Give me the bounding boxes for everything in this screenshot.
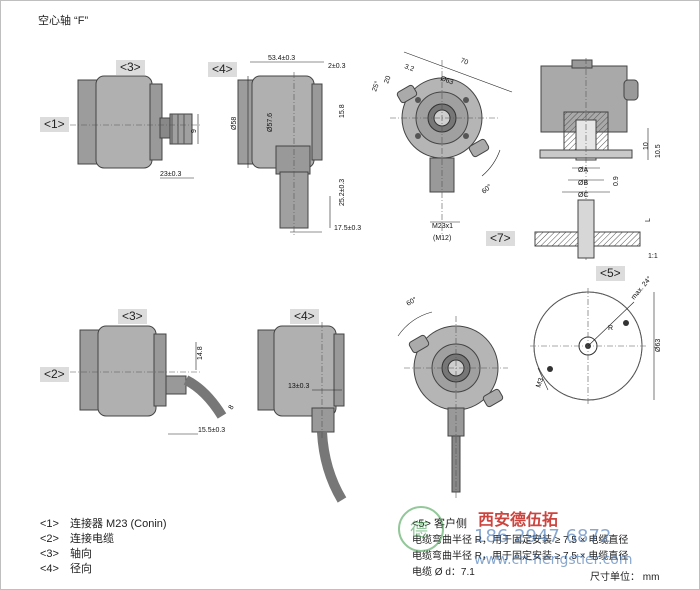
- dim-d58: Ø58: [231, 117, 238, 130]
- view-tag-2: <2>: [40, 367, 69, 382]
- legend-text: 轴向: [70, 548, 92, 560]
- view-tag-7: <7>: [486, 231, 515, 246]
- dim-3-2: 3.2: [403, 63, 415, 73]
- view-tag-1: <1>: [40, 117, 69, 132]
- watermark-logo: 德: [398, 506, 444, 552]
- encoder-view-4-cable: [257, 322, 347, 503]
- legend-key: <2>: [40, 533, 59, 545]
- dim-R: R: [608, 325, 613, 332]
- encoder-front-view-cable: [397, 311, 508, 500]
- dim-2: 2±0.3: [328, 63, 346, 70]
- watermark-phone: 186 2947 6872: [474, 526, 612, 547]
- dim-dA: ØA: [578, 167, 588, 174]
- dim-M3: M3: [535, 377, 545, 389]
- dim-14-8: 14.8: [197, 346, 204, 360]
- legend-text: 连接器 M23 (Conin): [70, 518, 167, 530]
- view-tag-3-bottom: <3>: [118, 309, 147, 324]
- encoder-view-4-connector: [237, 61, 331, 236]
- encoder-front-view-7: [390, 51, 513, 236]
- dim-15-8: 15.8: [339, 104, 346, 118]
- view-tag-4-top: <4>: [208, 62, 237, 77]
- dim-d57-6: Ø57.6: [267, 113, 274, 132]
- page-title: 空心轴 “F”: [38, 15, 89, 27]
- legend-item-1: <1> 连接器 M23 (Conin): [40, 515, 167, 531]
- legend-item-2: <2> 连接电缆: [40, 530, 114, 546]
- view-tag-4-bottom: <4>: [290, 309, 319, 324]
- dim-d63-b: Ø63: [655, 339, 662, 352]
- dim-9: 9: [191, 129, 198, 133]
- encoder-section-view: [534, 58, 649, 260]
- dim-0-9: 0.9: [613, 176, 620, 186]
- dim-20: 20: [383, 75, 392, 85]
- dim-17-5: 17.5±0.3: [334, 225, 361, 232]
- note-bend-radius-2: 电缆弯曲半径 R，用于固定安装 ≥ 7.5 × 电缆直径: [412, 551, 629, 562]
- dim-25-2: 25.2±0.3: [339, 179, 346, 206]
- dim-8: 8: [228, 404, 236, 411]
- dim-10: 10: [643, 142, 650, 150]
- dim-25deg: 25°: [370, 80, 381, 93]
- dim-15-5: 15.5±0.3: [198, 427, 225, 434]
- watermark-url: www.cn-hengstler.com: [474, 552, 633, 568]
- customer-side-view-5: [530, 288, 655, 404]
- legend-key: <3>: [40, 548, 59, 560]
- watermark-logo-glyph: 德: [410, 520, 428, 541]
- encoder-view-3-cable: [70, 325, 227, 435]
- note-cable-diameter: 电缆 Ø d：7.1: [412, 567, 475, 578]
- note-bend-radius-1: 电缆弯曲半径 R，用于固定安装 ≥ 7.5 × 电缆直径: [412, 535, 629, 546]
- dim-60deg-a: 60°: [480, 182, 493, 195]
- dim-dB: ØB: [578, 180, 588, 187]
- encoder-view-1: [70, 75, 200, 179]
- legend-text: 连接电缆: [70, 533, 114, 545]
- view-tag-3-top: <3>: [116, 60, 145, 75]
- dim-23: 23±0.3: [160, 171, 181, 178]
- dim-m12: (M12): [433, 235, 451, 242]
- dim-60deg-b: 60°: [405, 295, 418, 307]
- legend-key: <1>: [40, 518, 59, 530]
- legend-item-3: <3> 轴向: [40, 545, 92, 561]
- dim-53-4: 53.4±0.3: [268, 55, 295, 62]
- dim-dC: ØC: [578, 192, 589, 199]
- dim-L: L: [645, 218, 652, 222]
- scale-label: 1:1: [648, 253, 658, 260]
- dim-10-5: 10.5: [655, 144, 662, 158]
- dim-m23x1: M23x1: [432, 223, 453, 230]
- watermark-company: 西安德伍拓: [478, 510, 559, 529]
- view-tag-5: <5>: [596, 266, 625, 281]
- dim-70: 70: [459, 57, 469, 66]
- legend-item-4: <4> 径向: [40, 560, 92, 576]
- legend-key: <4>: [40, 563, 59, 575]
- unit-label: 尺寸单位： mm: [590, 572, 660, 583]
- dim-max-24: max. 24°: [629, 275, 653, 302]
- legend-text: 径向: [70, 563, 92, 575]
- dim-13: 13±0.3: [288, 383, 309, 390]
- dim-d63: Ø63: [439, 75, 454, 86]
